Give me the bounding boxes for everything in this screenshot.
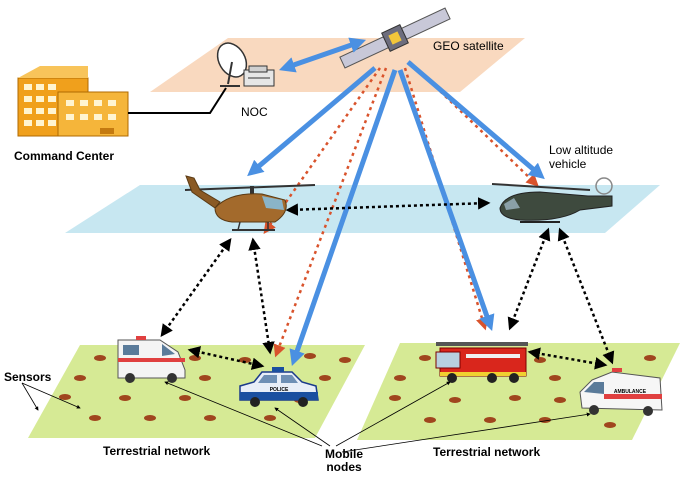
ambulance-text: AMBULANCE: [614, 389, 647, 395]
mobile-nodes-label-2: nodes: [326, 460, 362, 474]
low-altitude-label-1: Low altitude: [549, 143, 613, 157]
helicopter-right: [491, 177, 613, 223]
noc-label: NOC: [241, 105, 268, 119]
black-links: [160, 197, 615, 370]
ambulance-right: AMBULANCE: [579, 368, 663, 416]
helicopter-left: [184, 175, 316, 231]
sensor-dots-right: [389, 355, 656, 428]
terrestrial-right-label: Terrestrial network: [433, 445, 540, 459]
command-center-building: [17, 66, 129, 137]
ambulance-van-left: [117, 336, 186, 383]
annotation-lines: [21, 381, 591, 453]
command-noc-wire: [128, 87, 227, 114]
command-center-label: Command Center: [14, 149, 114, 163]
police-text: POLICE: [270, 387, 289, 393]
noc-dish: [216, 42, 275, 87]
police-car: POLICE: [239, 367, 319, 407]
geo-satellite-label: GEO satellite: [433, 39, 504, 53]
mobile-nodes-label-1: Mobile: [325, 447, 363, 461]
terrestrial-left-label: Terrestrial network: [103, 444, 210, 458]
fire-truck: [435, 342, 528, 383]
low-altitude-label-2: vehicle: [549, 157, 587, 171]
sensors-label: Sensors: [4, 370, 52, 384]
